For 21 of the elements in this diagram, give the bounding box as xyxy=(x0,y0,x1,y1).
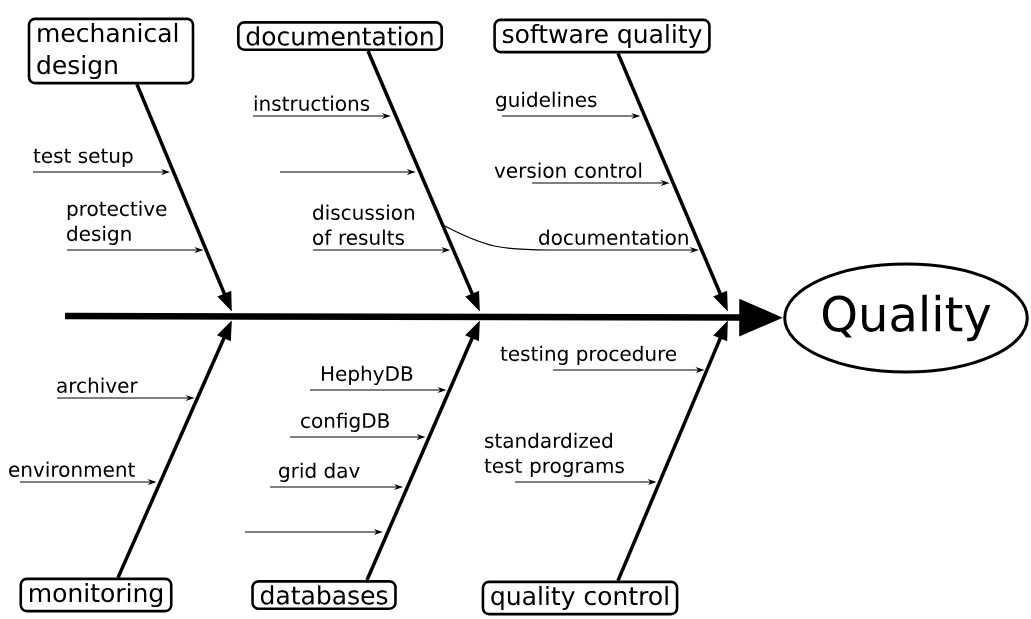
connector-line xyxy=(440,223,549,251)
cause-label: instructions xyxy=(254,95,370,111)
cause-label: version control xyxy=(494,162,642,178)
cause-label: environment xyxy=(9,461,135,477)
cause-label: protective design xyxy=(67,200,167,245)
category-box: databases xyxy=(251,580,397,610)
cause-label: guidelines xyxy=(496,91,597,111)
cause-label: testing procedure xyxy=(500,345,677,365)
category-box: quality control xyxy=(481,580,679,616)
cause-label: discussion of results xyxy=(313,204,414,245)
cause-label: HephyDB xyxy=(321,365,413,385)
cause-label: documentation xyxy=(539,229,688,245)
cause-label: grid dav xyxy=(279,462,360,482)
category-box: documentation xyxy=(237,21,443,51)
cause-label: test setup xyxy=(33,148,133,167)
cause-label: archiver xyxy=(57,377,138,393)
cause-label: configDB xyxy=(301,412,389,432)
cause-label: standardized test programs xyxy=(484,432,624,477)
category-box: mechanical design xyxy=(27,17,195,85)
category-box: software quality xyxy=(493,18,711,54)
category-box: monitoring xyxy=(19,577,173,613)
